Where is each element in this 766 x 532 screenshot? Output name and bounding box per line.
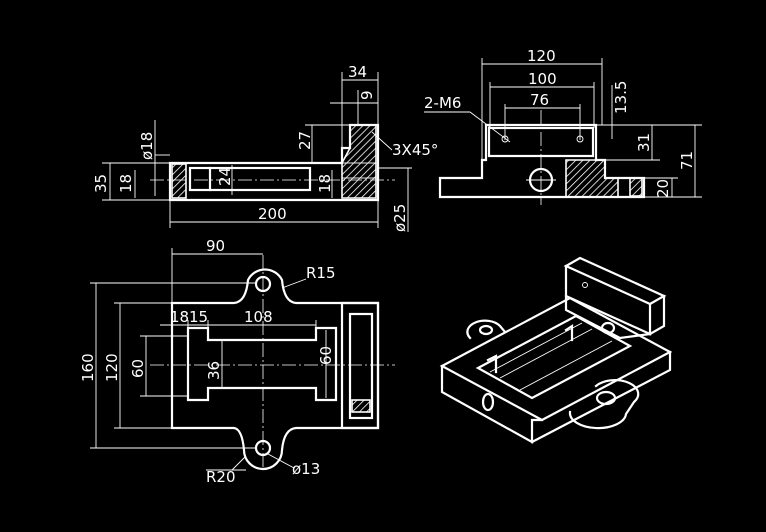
dim-34: 34 bbox=[348, 63, 367, 81]
dim-120-side: 120 bbox=[527, 47, 556, 65]
dim-dia13: ø13 bbox=[292, 460, 320, 478]
top-right-plate-inner bbox=[348, 312, 374, 420]
top-view: 90 R15 18 15 108 160 120 60 36 60 bbox=[79, 237, 395, 486]
top-right-plate bbox=[340, 301, 380, 430]
dim-60-left: 60 bbox=[129, 359, 147, 378]
dim-24: 24 bbox=[216, 167, 234, 186]
iso-end-block-top bbox=[563, 256, 667, 306]
dim-100: 100 bbox=[528, 70, 557, 88]
iso-thread-hole bbox=[582, 282, 588, 288]
dim-120-top: 120 bbox=[103, 353, 121, 382]
dim-108: 108 bbox=[244, 308, 273, 326]
front-view: 34 9 27 ø18 3X45° 35 18 24 18 ø25 bbox=[92, 63, 438, 232]
dim-35: 35 bbox=[92, 174, 110, 193]
dim-18-top: 18 bbox=[170, 308, 189, 326]
isometric-view bbox=[439, 256, 673, 444]
side-section-hatch bbox=[565, 159, 619, 198]
dim-76: 76 bbox=[530, 91, 549, 109]
dim-18-left: 18 bbox=[117, 174, 135, 193]
dim-71: 71 bbox=[678, 151, 696, 170]
dim-r20: R20 bbox=[206, 468, 236, 486]
dim-60-right: 60 bbox=[317, 346, 335, 365]
iso-front-lug bbox=[568, 378, 640, 430]
iso-base-right bbox=[530, 350, 672, 444]
iso-back-lug bbox=[466, 319, 507, 340]
dim-13-5: 13.5 bbox=[612, 81, 630, 114]
dim-dia18: ø18 bbox=[138, 132, 156, 160]
front-inner-channel bbox=[188, 166, 312, 192]
dim-r15: R15 bbox=[306, 264, 336, 282]
dim-dia25: ø25 bbox=[391, 204, 409, 232]
iso-end-bore bbox=[600, 321, 616, 335]
dim-20: 20 bbox=[654, 179, 672, 198]
dim-90: 90 bbox=[206, 237, 225, 255]
chamfer-note: 3X45° bbox=[392, 141, 438, 159]
dim-18-inner: 18 bbox=[316, 174, 334, 193]
top-right-hatch bbox=[351, 399, 371, 413]
dim-27: 27 bbox=[296, 131, 314, 150]
side-view: 120 100 76 2-M6 13.5 31 71 20 bbox=[424, 47, 702, 205]
top-view-outline bbox=[170, 268, 380, 471]
dim-160: 160 bbox=[79, 353, 97, 382]
thread-note: 2-M6 bbox=[424, 94, 461, 112]
front-right-bore bbox=[341, 162, 377, 179]
dim-31: 31 bbox=[635, 133, 653, 152]
iso-end-block-front bbox=[564, 264, 652, 336]
dim-200: 200 bbox=[258, 205, 287, 223]
iso-front-lug-hole bbox=[595, 390, 617, 406]
iso-channel bbox=[475, 314, 633, 400]
iso-back-lug-hole bbox=[478, 324, 494, 336]
front-right-section-hatch bbox=[341, 124, 377, 199]
dim-15: 15 bbox=[189, 308, 208, 326]
front-left-section-hatch bbox=[171, 163, 187, 199]
iso-side-hole bbox=[481, 392, 495, 412]
side-right-hatch bbox=[629, 177, 643, 197]
dim-36: 36 bbox=[205, 361, 223, 380]
dim-9: 9 bbox=[358, 90, 376, 100]
